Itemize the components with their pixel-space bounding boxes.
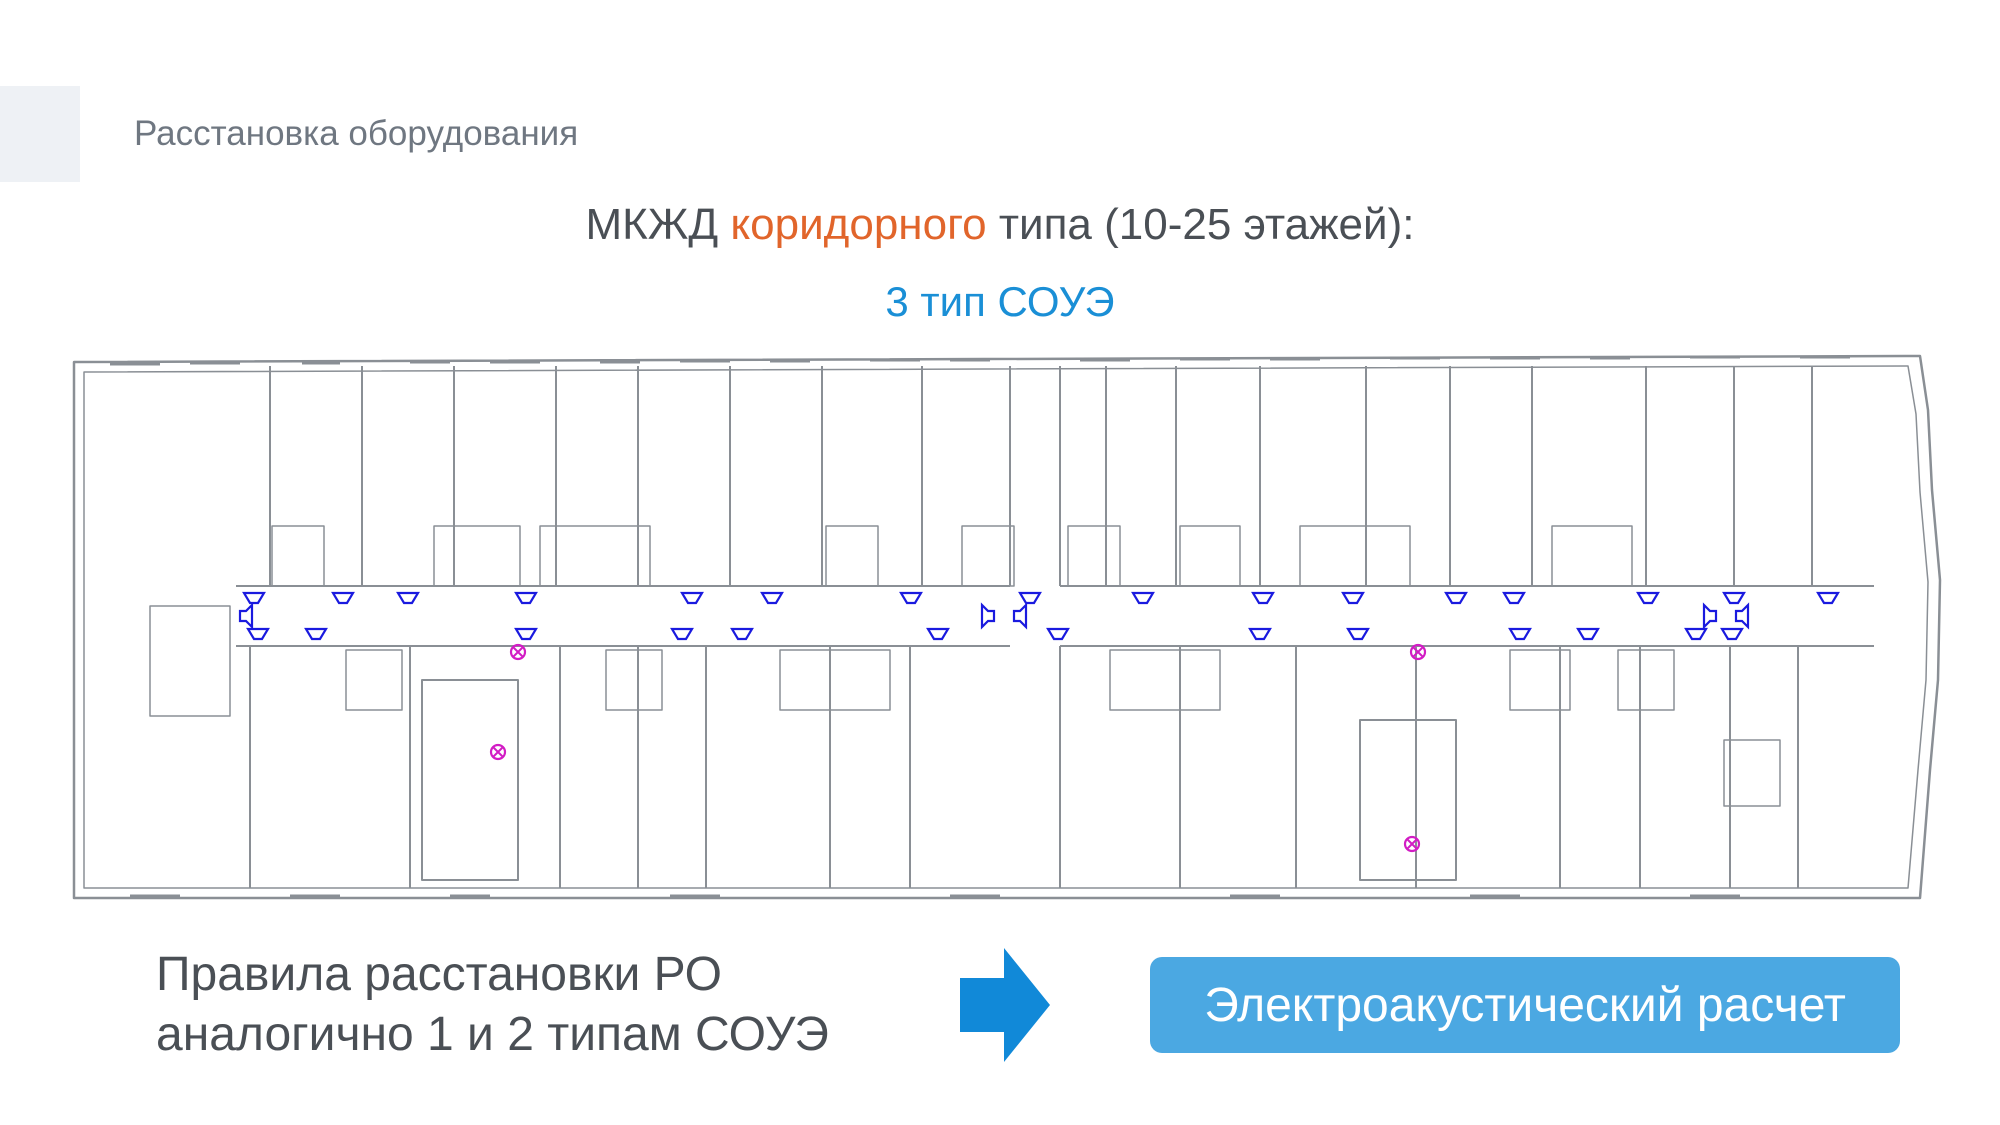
ceiling-speaker-icon [396,591,420,605]
rules-line-2: аналогично 1 и 2 типам СОУЭ [156,1008,829,1061]
ceiling-speaker-icon [1502,591,1526,605]
ceiling-speaker-icon [242,591,266,605]
subhead: 3 тип СОУЭ [885,278,1115,325]
ceiling-speaker-icon [1684,627,1708,641]
ceiling-speaker-icon [1341,591,1365,605]
circle-cross-icon [489,743,507,761]
circle-cross-icon [1409,643,1427,661]
ceiling-speaker-icon [1251,591,1275,605]
electroacoustic-calculation-button[interactable]: Электроакустический расчет [1150,957,1900,1053]
ceiling-speaker-icon [1508,627,1532,641]
headline-accent: коридорного [730,200,987,249]
speaker-layer [238,591,1840,641]
ceiling-speaker-icon [1046,627,1070,641]
ceiling-speaker-icon [680,591,704,605]
marker-layer [489,643,1427,853]
section-title: Расстановка оборудования [134,114,579,153]
ceiling-speaker-icon [1346,627,1370,641]
ceiling-speaker-icon [1131,591,1155,605]
ceiling-speaker-icon [331,591,355,605]
ceiling-speaker-icon [760,591,784,605]
arrow-right-icon [960,948,1050,1062]
wall-speaker-icon [1734,602,1750,630]
rules-line-1: Правила расстановки РО [156,948,722,1001]
circle-cross-icon [1403,835,1421,853]
wall-speaker-icon [1702,602,1718,630]
ceiling-speaker-icon [514,627,538,641]
ceiling-speaker-icon [670,627,694,641]
ceiling-speaker-icon [1248,627,1272,641]
ceiling-speaker-icon [1444,591,1468,605]
ceiling-speaker-icon [1576,627,1600,641]
wall-speaker-icon [1012,602,1028,630]
ceiling-speaker-icon [514,591,538,605]
wall-speaker-icon [238,602,254,630]
ceiling-speaker-icon [1720,627,1744,641]
plan-walls [72,354,1942,900]
wall-speaker-icon [980,602,996,630]
ceiling-speaker-icon [926,627,950,641]
corner-accent-block [0,86,80,182]
rules-text: Правила расстановки РО аналогично 1 и 2 … [156,945,829,1065]
floor-plan [72,354,1942,900]
ceiling-speaker-icon [730,627,754,641]
ceiling-speaker-icon [899,591,923,605]
ceiling-speaker-icon [1816,591,1840,605]
ceiling-speaker-icon [246,627,270,641]
ceiling-speaker-icon [1636,591,1660,605]
ceiling-speaker-icon [1722,591,1746,605]
headline-prefix: МКЖД [585,200,731,249]
ceiling-speaker-icon [1018,591,1042,605]
ceiling-speaker-icon [304,627,328,641]
headline-suffix: типа (10-25 этажей): [986,200,1415,249]
headline: МКЖД коридорного типа (10-25 этажей): [0,200,2000,250]
circle-cross-icon [509,643,527,661]
